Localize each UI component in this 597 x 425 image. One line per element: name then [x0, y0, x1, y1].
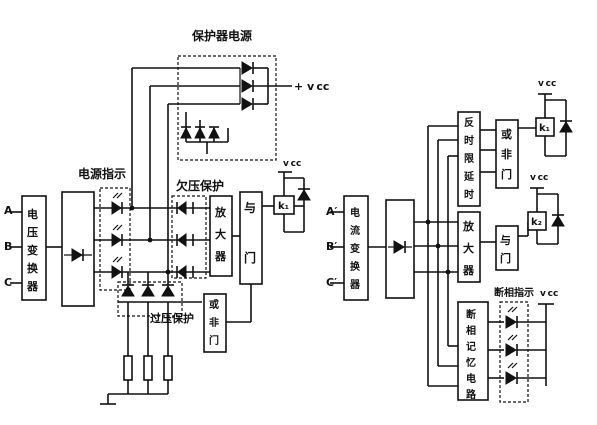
left-undervoltage-label: 欠压保护 [176, 178, 224, 193]
left-relay-k1-label: k₁ [278, 201, 289, 212]
right-amplifier-char-1: 放 [462, 219, 475, 233]
right-memory-char-5: 电 [466, 372, 476, 385]
left-phase-a-label: A [4, 204, 13, 217]
right-relay1-flyback-diode-icon [559, 120, 573, 133]
left-and-gate-char-1: 与 [244, 201, 256, 215]
right-transformer-char-2: 流 [350, 224, 360, 237]
left-transformer-char-4: 换 [27, 261, 39, 275]
right-memory-char-1: 断 [466, 308, 476, 321]
right-phase-b-label: B′ [326, 240, 337, 253]
left-supply-rectifier-icons [180, 61, 292, 154]
left-power-supply-box [177, 55, 277, 161]
left-indicator-led-icons [111, 192, 123, 279]
left-power-indicator-box [99, 187, 131, 291]
right-delay-char-4: 延 [463, 170, 475, 183]
left-undervoltage-box [171, 195, 207, 279]
right-memory-char-3: 记 [466, 341, 476, 353]
right-or-not-char-1: 或 [501, 127, 512, 141]
right-current-transformer [343, 195, 369, 301]
right-relay-k1-label: k₁ [539, 123, 550, 134]
left-amplifier-char-2: 大 [215, 227, 226, 241]
left-and-gate-char-2: 门 [244, 250, 256, 265]
left-power-indicator-label: 电源指示 [78, 166, 126, 181]
left-or-not-char-2: 非 [209, 316, 219, 329]
left-overvoltage-box [117, 281, 183, 317]
right-delay-char-3: 限 [464, 153, 475, 165]
left-amplifier-char-1: 放 [214, 205, 227, 219]
right-transformer-char-3: 变 [350, 242, 360, 255]
right-rectifier-block [385, 199, 415, 299]
right-and-gate-char-1: 与 [500, 234, 511, 247]
left-or-not-gate [203, 293, 227, 353]
right-and-gate-char-2: 门 [500, 251, 511, 265]
right-amplifier-block [457, 211, 481, 283]
right-phase-loss-led-icons [505, 303, 554, 386]
left-vcc-plus-label: + v cc [294, 80, 329, 93]
right-delay-char-5: 时 [464, 188, 474, 201]
left-undervoltage-diode-icons [176, 201, 194, 279]
right-vcc2-label: v cc [530, 173, 548, 183]
right-transformer-char-5: 器 [349, 279, 361, 291]
left-resistor-ladder [100, 302, 173, 405]
left-vcc-small-label: v cc [283, 159, 301, 169]
left-transformer-char-5: 器 [26, 280, 39, 293]
left-relay-flyback-diode-icon [297, 188, 311, 201]
right-rectifier-diode-icon [388, 240, 412, 254]
right-and-gate [495, 225, 519, 271]
left-phase-inputs [10, 211, 22, 284]
right-phase-inputs [330, 211, 344, 284]
right-or-not-char-3: 门 [501, 167, 512, 181]
left-phase-b-label: B [4, 240, 12, 253]
right-memory-char-2: 相 [466, 324, 476, 337]
left-power-supply-title: 保护器电源 [191, 28, 252, 43]
right-transformer-char-1: 电 [350, 206, 360, 219]
right-phase-loss-label: 断相指示 [494, 286, 534, 299]
right-memory-block [457, 301, 489, 401]
left-or-not-char-1: 或 [209, 298, 219, 311]
left-voltage-transformer [21, 195, 47, 301]
right-vcc3-label: v cc [540, 289, 558, 299]
right-relay-k2-label: k₂ [531, 217, 542, 228]
right-memory-char-6: 路 [466, 388, 477, 401]
right-relay2-flyback-diode-icon [551, 214, 565, 227]
left-overvoltage-label: 过压保护 [150, 311, 194, 325]
right-transformer-char-4: 换 [350, 260, 361, 273]
left-transformer-char-2: 压 [27, 225, 38, 239]
right-phase-loss-box [499, 301, 529, 403]
left-rectifier-diode-icon [64, 248, 92, 262]
right-amplifier-char-2: 大 [463, 241, 474, 255]
right-delay-char-1: 反 [464, 116, 474, 129]
left-amplifier-char-3: 器 [214, 250, 227, 263]
left-overvoltage-diode-icons [118, 272, 202, 303]
left-rectifier-block [61, 191, 95, 307]
right-or-not-char-2: 非 [501, 147, 512, 161]
right-phase-a-label: A′ [326, 205, 338, 218]
right-phase-c-label: C′ [326, 276, 337, 289]
left-transformer-char-1: 电 [27, 207, 38, 221]
left-phase-c-label: C [4, 276, 12, 289]
right-or-not-gate [495, 119, 519, 189]
right-delay-block [457, 111, 481, 207]
right-amplifier-char-3: 器 [462, 264, 475, 277]
left-or-not-char-3: 门 [209, 334, 219, 347]
left-transformer-char-3: 变 [27, 243, 38, 257]
right-delay-char-2: 时 [464, 134, 474, 147]
right-vcc1-label: v cc [538, 79, 556, 89]
right-memory-char-4: 忆 [466, 356, 476, 369]
